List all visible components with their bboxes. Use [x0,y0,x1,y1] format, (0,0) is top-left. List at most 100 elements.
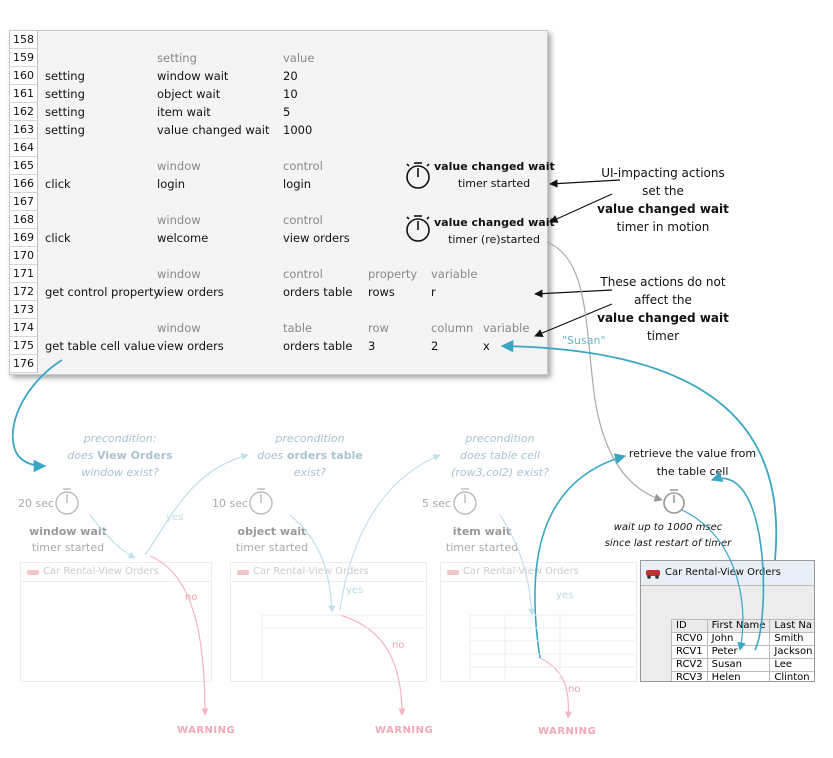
cell[interactable]: item wait [157,105,211,119]
timer-note-2: value changed wait timer (re)started [434,214,555,248]
spreadsheet-row: 166 click login login [10,175,547,193]
no-label-2: no [392,640,405,651]
column-header-cell[interactable]: window [157,213,201,227]
cell[interactable]: view orders [283,231,350,245]
wait1-seconds: 20 sec [18,497,55,510]
timer-note-1: value changed wait timer started [434,158,555,192]
cell[interactable]: orders table [283,285,353,299]
column-header-cell[interactable]: variable [483,321,530,335]
yes-label-2: yes [346,585,364,596]
no-label-3: no [568,684,581,695]
cell[interactable]: view orders [157,339,224,353]
spreadsheet-row: 173 [10,301,547,319]
row-number: 167 [10,193,38,211]
cell[interactable]: setting [45,123,85,137]
column-header-cell[interactable]: control [283,267,323,281]
column-header-cell[interactable]: value [283,51,315,65]
note-ui-impacting: UI-impacting actions set the value chang… [597,166,729,234]
arrow-wait-to-cell [681,509,746,651]
timer2-subtitle: timer (re)started [448,233,540,246]
cell[interactable]: get table cell value [45,339,156,353]
spreadsheet-row: 170 [10,247,547,265]
cell[interactable]: welcome [157,231,209,245]
column-header-cell[interactable]: window [157,159,201,173]
column-header-cell[interactable]: control [283,159,323,173]
warning-1: WARNING [177,725,236,736]
cell[interactable]: click [45,231,71,245]
column-header-cell[interactable]: column [431,321,474,335]
cell[interactable]: login [157,177,186,191]
column-header-cell[interactable]: window [157,267,201,281]
stopwatch-icon [406,215,430,242]
column-header-cell[interactable]: property [368,267,418,281]
row-number: 170 [10,247,38,265]
cell[interactable]: click [45,177,71,191]
table-cell[interactable]: Clinton [769,671,814,681]
cell[interactable]: window wait [157,69,229,83]
row-number: 173 [10,301,38,319]
row-number: 172 [10,283,38,301]
row-number: 160 [10,67,38,85]
cell[interactable]: get control property [45,285,161,299]
faded-flow-arrow [499,514,536,616]
cell[interactable]: x [483,339,490,353]
warning-3: WARNING [538,726,597,737]
yes-label-3: yes [556,590,574,601]
cell[interactable]: 5 [283,105,291,119]
column-header-cell[interactable]: table [283,321,313,335]
arrow-to-row-172 [534,289,613,298]
cell[interactable]: orders table [283,339,353,353]
table-header-cell[interactable]: Last Na [769,619,814,633]
column-header-cell[interactable]: row [368,321,389,335]
faded-flow-arrow [89,514,136,559]
spreadsheet-row: 165 window control [10,157,547,175]
row-number: 174 [10,319,38,337]
cell[interactable]: 1000 [283,123,313,137]
cell[interactable]: setting [45,87,85,101]
faded-no-arrow [539,657,573,719]
timer1-subtitle: timer started [457,177,531,190]
car-rental-window-title: Car Rental-View Orders [641,561,814,586]
row-number: 169 [10,229,38,247]
stopwatch-icon [406,162,430,189]
column-header-cell[interactable]: variable [431,267,478,281]
cell[interactable]: 2 [431,339,439,353]
row-number: 165 [10,157,38,175]
cell[interactable]: r [431,285,436,299]
cell[interactable]: setting [45,69,85,83]
table-header-cell[interactable]: First Name [706,619,771,633]
cell[interactable]: 10 [283,87,298,101]
column-header-cell[interactable]: control [283,213,323,227]
no-label-1: no [185,592,198,603]
column-header-cell[interactable]: setting [157,51,197,65]
cell[interactable]: 3 [368,339,376,353]
spreadsheet-row: 169 click welcome view orders [10,229,547,247]
arrow-yes-to-retrieve [534,453,627,659]
row-number: 175 [10,337,38,355]
cell[interactable]: login [283,177,312,191]
cell[interactable]: 20 [283,69,298,83]
cell[interactable]: setting [45,105,85,119]
column-header-cell[interactable]: window [157,321,201,335]
row-number: 166 [10,175,38,193]
cell[interactable]: view orders [157,285,224,299]
stopwatch-icon [55,488,477,515]
cell[interactable]: object wait [157,87,221,101]
arrow-start-flow [11,359,63,473]
cell[interactable]: value changed wait [157,123,270,137]
faded-window-1-title: Car Rental-View Orders [21,563,211,582]
cell[interactable]: rows [368,285,395,299]
yes-label-1: yes [166,512,184,523]
